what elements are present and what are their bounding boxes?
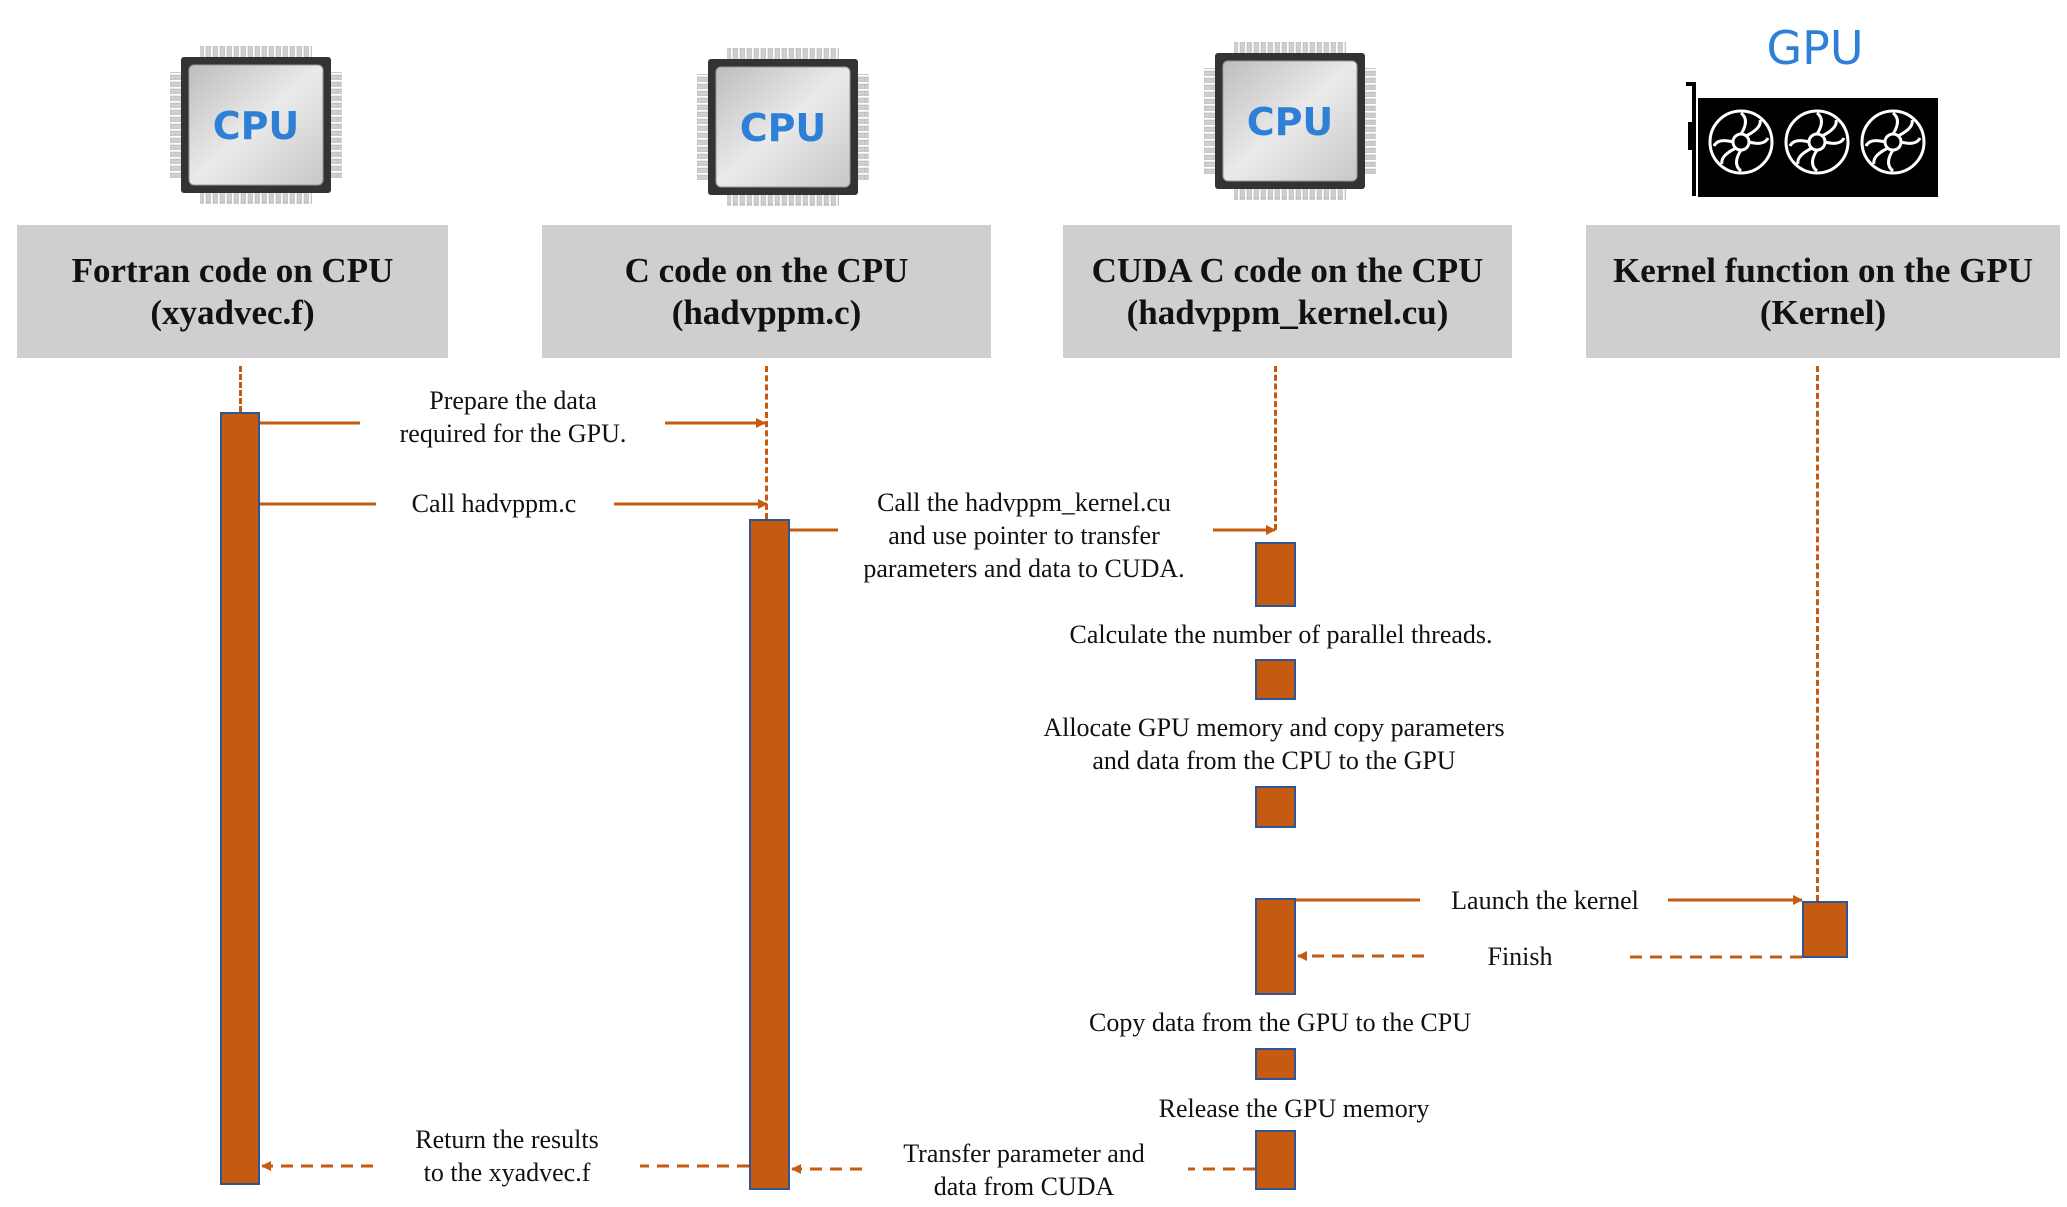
activation-bar-c <box>749 519 790 1190</box>
message-line: Finish <box>1487 942 1553 971</box>
message-label-transfer-from-cuda: Transfer parameter and data from CUDA <box>903 1137 1145 1203</box>
participant-subtitle: (hadvppm.c) <box>671 292 862 332</box>
message-line: and data from the CPU to the GPU <box>1092 746 1456 775</box>
step-label-allocate-memory: Allocate GPU memory and copy parameters … <box>1043 711 1504 777</box>
activation-bar-fortran <box>220 412 260 1185</box>
message-line: required for the GPU. <box>399 419 627 448</box>
message-line: and use pointer to transfer <box>888 521 1160 550</box>
message-line: Call hadvppm.c <box>411 489 577 518</box>
gpu-icon-label: GPU <box>1766 21 1864 75</box>
message-line: to the xyadvec.f <box>423 1158 591 1187</box>
participant-title: Fortran code on CPU <box>71 250 394 290</box>
activation-bar-cuda <box>1255 542 1296 607</box>
participant-subtitle: (hadvppm_kernel.cu) <box>1126 292 1449 332</box>
cpu-icon-label: CPU <box>740 106 827 150</box>
step-label-calculate-threads: Calculate the number of parallel threads… <box>1069 618 1492 651</box>
activation-bar-cuda <box>1255 1048 1296 1080</box>
message-line: Call the hadvppm_kernel.cu <box>877 488 1171 517</box>
participant-title: Kernel function on the GPU <box>1613 250 2033 290</box>
message-line: Launch the kernel <box>1451 886 1639 915</box>
lifeline-fortran <box>239 366 242 412</box>
participant-header-c: C code on the CPU (hadvppm.c) <box>542 225 991 358</box>
cpu-chip-icon: CPU <box>697 48 869 206</box>
activation-bar-cuda <box>1255 659 1296 700</box>
message-line: parameters and data to CUDA. <box>863 554 1185 583</box>
activation-bar-cuda <box>1255 898 1296 995</box>
participant-subtitle: (Kernel) <box>1759 292 1887 332</box>
participant-title: C code on the CPU <box>624 250 909 290</box>
gpu-card-icon: GPU <box>1680 22 1950 197</box>
message-line: Return the results <box>415 1125 599 1154</box>
participant-header-kernel: Kernel function on the GPU (Kernel) <box>1586 225 2060 358</box>
cpu-icon-label: CPU <box>1247 100 1334 144</box>
activation-bar-cuda <box>1255 786 1296 828</box>
lifeline-cuda <box>1274 366 1277 530</box>
message-label-launch-kernel: Launch the kernel <box>1451 884 1639 917</box>
participant-header-fortran: Fortran code on CPU (xyadvec.f) <box>17 225 448 358</box>
participant-header-cuda: CUDA C code on the CPU (hadvppm_kernel.c… <box>1063 225 1512 358</box>
message-line: Allocate GPU memory and copy parameters <box>1043 713 1505 742</box>
cpu-chip-icon: CPU <box>1204 42 1376 200</box>
message-line: data from CUDA <box>933 1172 1115 1201</box>
step-label-copy-data: Copy data from the GPU to the CPU <box>1089 1006 1471 1039</box>
message-line: Copy data from the GPU to the CPU <box>1088 1008 1472 1037</box>
step-label-release-memory: Release the GPU memory <box>1159 1092 1430 1125</box>
cpu-chip-icon: CPU <box>170 46 342 204</box>
message-line: Prepare the data <box>429 386 597 415</box>
activation-bar-kernel <box>1802 901 1848 958</box>
message-line: Transfer parameter and <box>903 1139 1145 1168</box>
lifeline-c <box>765 366 768 519</box>
participant-title: CUDA C code on the CPU <box>1091 250 1484 290</box>
activation-bar-cuda <box>1255 1130 1296 1190</box>
message-label-prepare-data: Prepare the data required for the GPU. <box>400 384 627 450</box>
message-label-call-hadvppm: Call hadvppm.c <box>412 487 577 520</box>
participant-subtitle: (xyadvec.f) <box>150 292 315 332</box>
cpu-icon-label: CPU <box>213 104 300 148</box>
message-label-finish: Finish <box>1487 940 1552 973</box>
message-label-call-kernel-cu: Call the hadvppm_kernel.cu and use point… <box>863 486 1184 585</box>
message-line: Release the GPU memory <box>1158 1094 1430 1123</box>
message-label-return-results: Return the results to the xyadvec.f <box>415 1123 598 1189</box>
lifeline-kernel <box>1816 366 1819 901</box>
message-line: Calculate the number of parallel threads… <box>1069 620 1493 649</box>
